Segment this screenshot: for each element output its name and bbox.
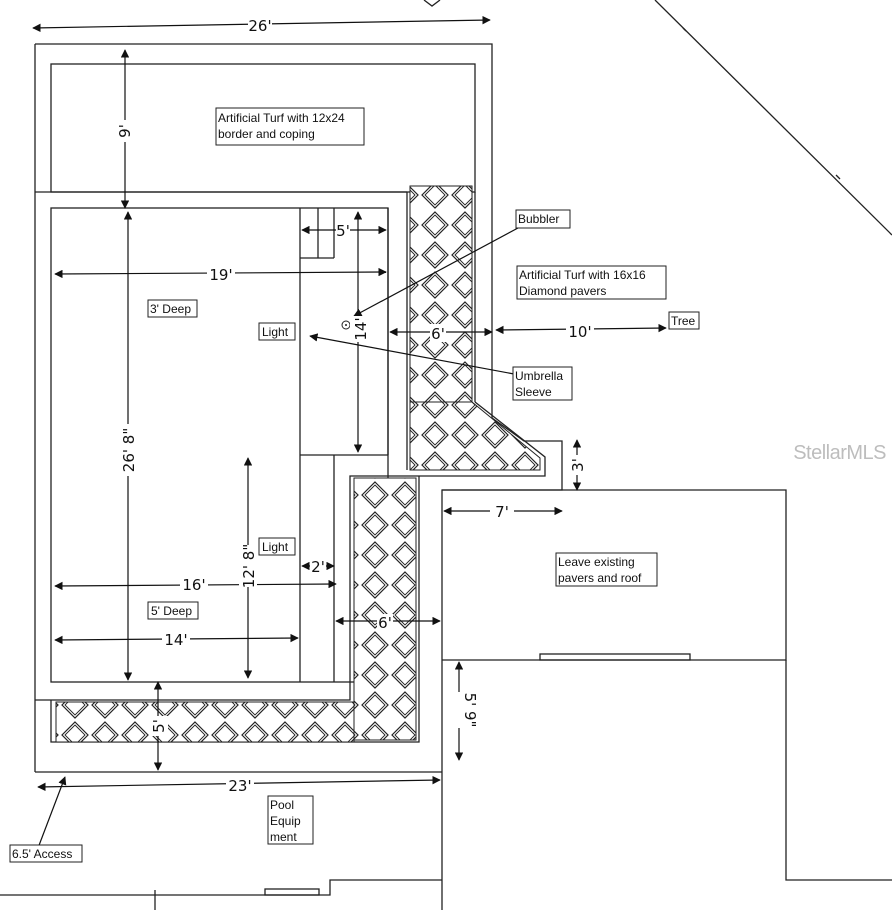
dim-2ft: 2': [311, 558, 325, 576]
dim-6ft-right: 6': [431, 325, 445, 343]
label-umbrella-sleeve: Umbrella Sleeve: [512, 366, 573, 401]
label-tree: Tree: [668, 311, 700, 330]
dim-7ft: 7': [495, 503, 509, 521]
svg-text:Light: Light: [262, 540, 289, 554]
label-leave-existing: Leave existing pavers and roof: [555, 552, 658, 587]
label-turf-border: Artificial Turf with 12x24 border and co…: [215, 107, 365, 146]
property-line: [423, 0, 892, 236]
label-access: 6.5' Access: [9, 844, 83, 863]
annotation-labels: Artificial Turf with 12x24 border and co…: [9, 107, 700, 863]
svg-text:Equip: Equip: [270, 814, 301, 828]
dim-16ft: 16': [182, 576, 205, 594]
svg-text:Artificial Turf with 16x16: Artificial Turf with 16x16: [519, 268, 646, 282]
svg-text:pavers and roof: pavers and roof: [558, 571, 642, 585]
svg-text:border and coping: border and coping: [218, 127, 315, 141]
svg-text:Bubbler: Bubbler: [518, 212, 559, 226]
svg-text:Sleeve: Sleeve: [515, 385, 552, 399]
dim-6ft-bottom: 6': [378, 614, 392, 632]
label-bubbler: Bubbler: [515, 209, 571, 229]
svg-text:Umbrella: Umbrella: [515, 369, 563, 383]
dim-26ft-8in: 26' 8": [120, 428, 138, 472]
svg-text:Artificial Turf with 12x24: Artificial Turf with 12x24: [218, 111, 345, 125]
label-pool-equipment: Pool Equip ment: [267, 795, 314, 845]
label-turf-diamond: Artificial Turf with 16x16 Diamond paver…: [516, 265, 667, 300]
svg-text:Leave existing: Leave existing: [558, 555, 635, 569]
dim-5ft-9in: 5' 9": [461, 693, 479, 728]
svg-text:Light: Light: [262, 325, 289, 339]
diamond-paver-areas: [55, 185, 541, 743]
dim-14ft-horizontal: 14': [164, 631, 187, 649]
svg-text:ment: ment: [270, 830, 297, 844]
svg-text:Tree: Tree: [671, 314, 696, 328]
site-outline: [0, 43, 892, 910]
dim-5ft-bottom: 5': [150, 719, 168, 733]
dim-3ft: 3': [569, 458, 587, 472]
dim-12ft-8in: 12' 8": [240, 544, 258, 588]
label-light-top: Light: [258, 322, 296, 341]
dim-5ft-steps: 5': [336, 222, 350, 240]
watermark: StellarMLS: [793, 442, 886, 464]
svg-text:3' Deep: 3' Deep: [150, 302, 191, 316]
dim-19ft: 19': [209, 266, 232, 284]
label-3ft-deep: 3' Deep: [147, 299, 198, 318]
dim-14ft-vertical: 14': [352, 317, 370, 340]
dimension-labels: 26' 9' 19' 5' 14' 6' 10' 26' 8" 12' 8" 2…: [116, 16, 594, 795]
dim-9ft: 9': [116, 124, 134, 138]
dim-23ft: 23': [228, 777, 251, 795]
label-5ft-deep: 5' Deep: [147, 601, 199, 620]
dim-10ft: 10': [568, 323, 591, 341]
dim-26ft: 26': [248, 17, 271, 35]
svg-text:6.5' Access: 6.5' Access: [12, 847, 72, 861]
svg-text:Pool: Pool: [270, 798, 294, 812]
label-light-bottom: Light: [258, 537, 296, 556]
svg-text:5' Deep: 5' Deep: [151, 604, 192, 618]
svg-text:Diamond pavers: Diamond pavers: [519, 284, 606, 298]
